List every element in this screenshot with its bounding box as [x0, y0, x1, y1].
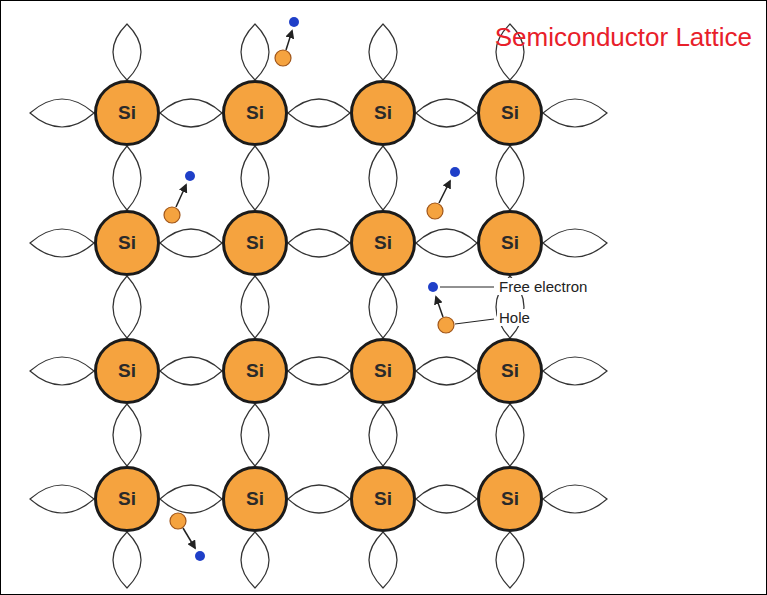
atom-symbol: Si	[118, 488, 136, 510]
covalent-bond	[369, 276, 397, 338]
covalent-bond	[288, 229, 350, 257]
hole-dot	[164, 207, 180, 223]
atom-symbol: Si	[118, 232, 136, 254]
covalent-bond	[416, 485, 477, 513]
silicon-atom: Si	[94, 338, 160, 404]
electron-dot	[195, 551, 205, 561]
covalent-bond	[288, 357, 350, 385]
motion-arrow	[286, 31, 292, 50]
atom-symbol: Si	[118, 360, 136, 382]
hole-dot	[438, 317, 454, 333]
silicon-atom: Si	[222, 210, 288, 276]
hole-dot	[427, 203, 443, 219]
bond-arc	[496, 532, 524, 588]
electron-hole-pair	[164, 171, 195, 223]
atom-symbol: Si	[501, 360, 519, 382]
silicon-atom: Si	[350, 466, 416, 532]
bond-arc	[241, 532, 269, 588]
silicon-atom: Si	[350, 210, 416, 276]
covalent-bond	[160, 229, 222, 257]
covalent-bond	[160, 485, 222, 513]
silicon-atom: Si	[477, 466, 543, 532]
atom-symbol: Si	[246, 102, 264, 124]
atom-symbol: Si	[246, 488, 264, 510]
silicon-atom: Si	[350, 338, 416, 404]
silicon-atom: Si	[94, 80, 160, 146]
motion-arrow	[183, 528, 195, 548]
atom-symbol: Si	[374, 232, 392, 254]
bond-arc	[113, 24, 141, 80]
silicon-atom: Si	[94, 210, 160, 276]
bond-arc	[543, 485, 607, 513]
covalent-bond	[113, 276, 141, 338]
bond-arc	[30, 229, 94, 257]
electron-dot	[428, 282, 438, 292]
covalent-bond	[288, 99, 350, 127]
motion-arrow	[436, 297, 443, 317]
silicon-atom: Si	[94, 466, 160, 532]
diagram-title: Semiconductor Lattice	[495, 22, 752, 53]
leader-line	[455, 319, 494, 324]
silicon-atom: Si	[350, 80, 416, 146]
atom-symbol: Si	[374, 360, 392, 382]
motion-arrow	[439, 181, 450, 203]
silicon-atom: Si	[477, 210, 543, 276]
bond-arc	[30, 99, 94, 127]
callout-label: Free electron	[497, 278, 589, 295]
leader-line	[440, 287, 494, 288]
atom-symbol: Si	[374, 488, 392, 510]
bond-arc	[543, 357, 607, 385]
atom-symbol: Si	[374, 102, 392, 124]
bond-arc	[369, 532, 397, 588]
covalent-bond	[241, 146, 269, 210]
covalent-bond	[160, 357, 222, 385]
bond-arc	[543, 229, 607, 257]
electron-hole-pair	[427, 167, 460, 219]
covalent-bond	[288, 485, 350, 513]
electron-dot	[450, 167, 460, 177]
silicon-atom: Si	[222, 80, 288, 146]
covalent-bond	[416, 357, 477, 385]
silicon-atom: Si	[477, 338, 543, 404]
silicon-atom: Si	[222, 338, 288, 404]
silicon-atom: Si	[222, 466, 288, 532]
electron-hole-pair	[275, 17, 299, 66]
atom-symbol: Si	[246, 360, 264, 382]
covalent-bond	[113, 146, 141, 210]
covalent-bond	[369, 404, 397, 466]
hole-dot	[170, 513, 186, 529]
electron-dot	[185, 171, 195, 181]
atom-symbol: Si	[501, 488, 519, 510]
bond-arc	[543, 99, 607, 127]
silicon-atom: Si	[477, 80, 543, 146]
electron-hole-pair	[170, 513, 205, 561]
covalent-bond	[496, 146, 524, 210]
covalent-bond	[241, 404, 269, 466]
covalent-bond	[160, 99, 222, 127]
bond-arc	[369, 24, 397, 80]
covalent-bond	[416, 99, 477, 127]
atom-symbol: Si	[501, 232, 519, 254]
hole-dot	[275, 50, 291, 66]
bond-arc	[30, 357, 94, 385]
covalent-bond	[113, 404, 141, 466]
atom-symbol: Si	[246, 232, 264, 254]
covalent-bond	[416, 229, 477, 257]
atom-symbol: Si	[118, 102, 136, 124]
callout-label: Hole	[497, 309, 532, 326]
atom-symbol: Si	[501, 102, 519, 124]
bond-arc	[113, 532, 141, 588]
covalent-bond	[369, 146, 397, 210]
electron-dot	[289, 17, 299, 27]
covalent-bond	[241, 276, 269, 338]
electron-hole-pair	[428, 282, 494, 333]
bond-arc	[241, 24, 269, 80]
bond-arc	[30, 485, 94, 513]
covalent-bond	[496, 404, 524, 466]
motion-arrow	[176, 185, 186, 207]
